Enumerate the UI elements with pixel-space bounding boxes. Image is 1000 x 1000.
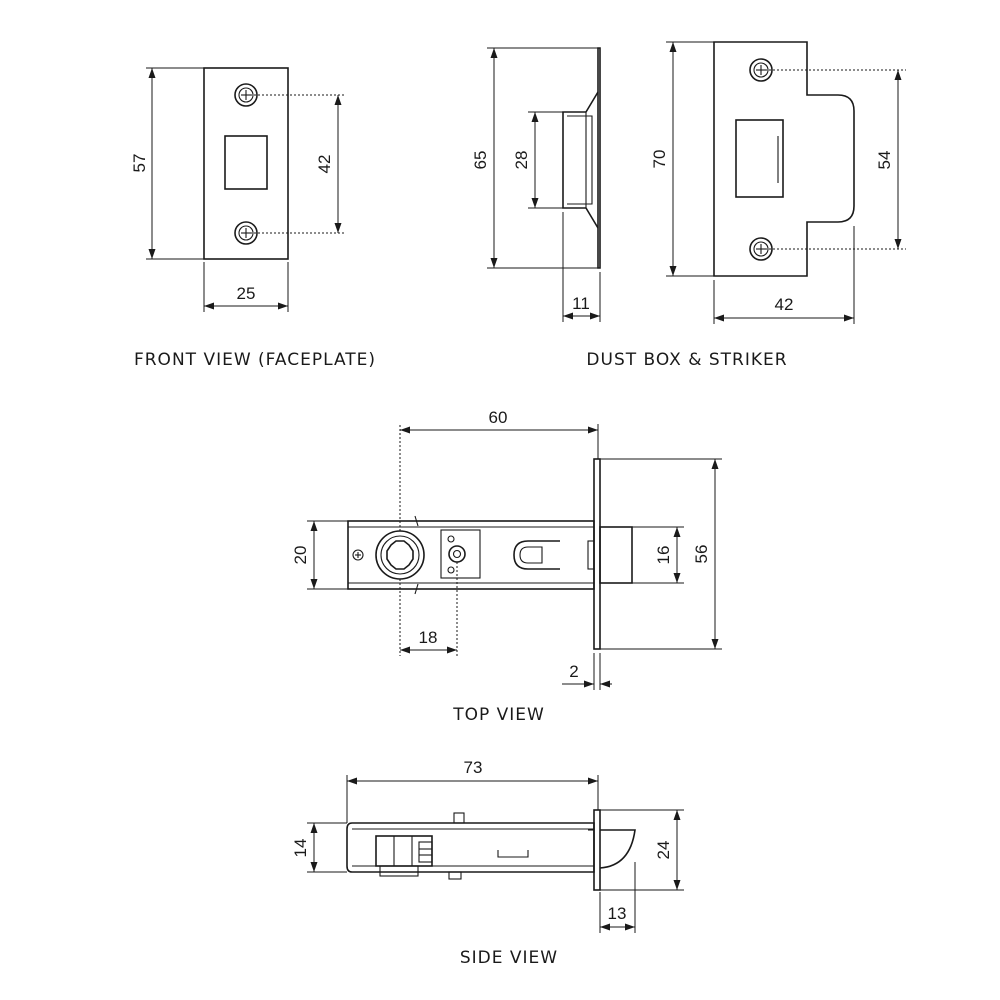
- dimension-backset: 60: [399, 408, 599, 531]
- faceplate-outline: [203, 67, 289, 260]
- dimension-case-width: 20: [291, 520, 348, 590]
- dimension-striker-height: 70: [650, 41, 714, 277]
- dimension-label: 65: [471, 151, 490, 170]
- latch-case-side: [346, 822, 595, 873]
- dimension-label: 11: [572, 294, 590, 313]
- front-view: 57 42 25 FRONT VIEW (FACEPLATE): [130, 67, 376, 370]
- dimension-label: 70: [650, 150, 669, 169]
- dimension-striker-width: 42: [713, 226, 855, 324]
- slot: [513, 540, 560, 570]
- latch-bolt: [599, 526, 633, 584]
- dimension-label: 42: [315, 155, 334, 174]
- dimension-label: 54: [875, 151, 894, 170]
- dimension-label: 24: [654, 841, 673, 860]
- dimension-striker-screw-spacing: 54: [875, 70, 902, 249]
- dimension-bolt-width: 16: [632, 526, 684, 584]
- side-view-caption: SIDE VIEW: [460, 948, 558, 968]
- follower-hub-icon: [375, 530, 425, 580]
- dimension-label: 2: [569, 662, 578, 681]
- striker-opening: [735, 119, 784, 198]
- dimension-latch-projection: 13: [599, 862, 636, 933]
- side-view: 73 14 24 13 SIDE VIEW: [291, 758, 684, 968]
- dimension-box-opening: 28: [512, 111, 563, 209]
- dimension-label: 16: [654, 546, 673, 565]
- dimension-case-height: 14: [291, 822, 347, 873]
- dimension-box-depth: 11: [562, 212, 601, 322]
- dust-box-profile: [597, 47, 601, 269]
- dimension-label: 73: [464, 758, 483, 777]
- dimension-overall-length: 73: [346, 758, 599, 823]
- dimension-faceplate-height: 56: [600, 458, 722, 650]
- faceplate-edge-side: [593, 809, 601, 891]
- rivet-icon: [352, 549, 364, 561]
- spindle-icon: [448, 545, 466, 563]
- dimension-box-height: 65: [471, 47, 598, 269]
- dimension-label: 13: [608, 904, 627, 923]
- dimension-screw-spacing: 42: [315, 95, 342, 233]
- dimension-label: 57: [130, 154, 149, 173]
- dimension-follower-offset: 18: [399, 562, 458, 656]
- top-view-caption: TOP VIEW: [452, 705, 545, 725]
- dimension-label: 18: [419, 628, 438, 647]
- dimension-label: 14: [291, 839, 310, 858]
- front-view-caption: FRONT VIEW (FACEPLATE): [134, 350, 376, 370]
- dimension-latch-height: 24: [600, 809, 684, 891]
- faceplate-edge: [593, 458, 601, 650]
- dimension-label: 60: [489, 408, 508, 427]
- dimension-label: 28: [512, 151, 531, 170]
- latch-case: [347, 520, 595, 590]
- top-view: 60 20 18 16: [291, 408, 722, 725]
- dimension-height: 57: [130, 67, 204, 260]
- dimension-label: 56: [692, 545, 711, 564]
- dust-box-caption: DUST BOX & STRIKER: [586, 350, 787, 370]
- striker-plate-outline: [713, 41, 855, 277]
- dimension-width: 25: [203, 262, 289, 312]
- latch-opening: [224, 135, 268, 190]
- dimension-label: 25: [237, 284, 256, 303]
- dimension-label: 20: [291, 546, 310, 565]
- dust-box-view: 65 28 11: [471, 41, 906, 370]
- dimension-label: 42: [775, 295, 794, 314]
- latch-curve: [599, 829, 636, 869]
- mechanism-plate: [440, 529, 481, 579]
- dimension-faceplate-thickness: 2: [562, 653, 612, 690]
